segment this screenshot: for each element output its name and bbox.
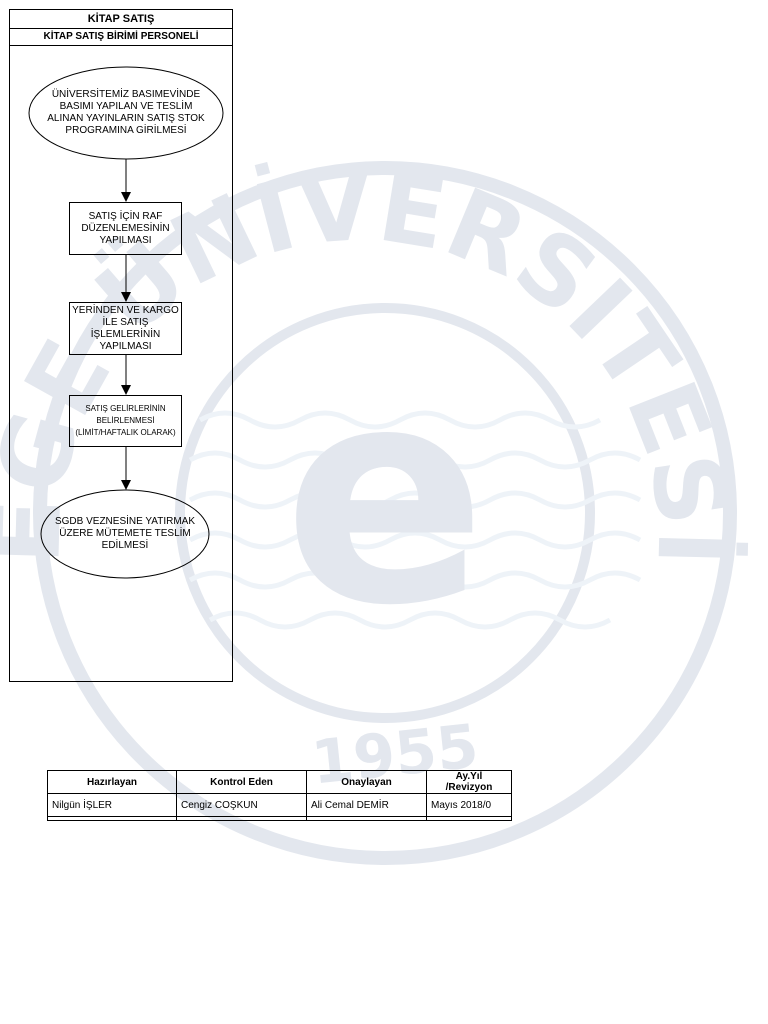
header-date-revision: Ay.Yıl /Revizyon [426, 770, 512, 794]
header-checked-by: Kontrol Eden [176, 770, 307, 794]
value-prepared-by: Nilgün İŞLER [47, 793, 177, 817]
seal-letter: e [283, 322, 486, 671]
value-checked-by: Cengiz COŞKUN [176, 793, 307, 817]
signoff-table: Hazırlayan Kontrol Eden Onaylayan Ay.Yıl… [47, 770, 512, 821]
lane-subtitle: KİTAP SATIŞ BİRİMİ PERSONELİ [10, 29, 232, 46]
process-swimlane: KİTAP SATIŞ KİTAP SATIŞ BİRİMİ PERSONELİ [9, 9, 233, 682]
step-4-revenue-determination: SATIŞ GELİRLERİNİN BELİRLENMESİ (LİMİT/H… [69, 395, 182, 447]
value-approved-by: Ali Cemal DEMİR [306, 793, 427, 817]
step-3-sales-operations: YERİNDEN VE KARGO İLE SATIŞ İŞLEMLERİNİN… [69, 302, 182, 355]
value-date-revision: Mayıs 2018/0 [426, 793, 512, 817]
header-prepared-by: Hazırlayan [47, 770, 177, 794]
seal-outer-ring [33, 161, 737, 865]
lane-title: KİTAP SATIŞ [10, 10, 232, 29]
step-1-stock-entry: ÜNİVERSİTEMİZ BASIMEVİNDE BASIMI YAPILAN… [47, 89, 205, 136]
signoff-blank-row [47, 816, 512, 821]
step-5-cash-delivery: SGDB VEZNESİNE YATIRMAK ÜZERE MÜTEMETE T… [54, 516, 196, 551]
header-approved-by: Onaylayan [306, 770, 427, 794]
step-2-shelf-arrangement: SATIŞ İÇİN RAF DÜZENLEMESİNİN YAPILMASI [69, 202, 182, 255]
signoff-header-row: Hazırlayan Kontrol Eden Onaylayan Ay.Yıl… [47, 770, 512, 794]
signoff-value-row: Nilgün İŞLER Cengiz COŞKUN Ali Cemal DEM… [47, 793, 512, 817]
